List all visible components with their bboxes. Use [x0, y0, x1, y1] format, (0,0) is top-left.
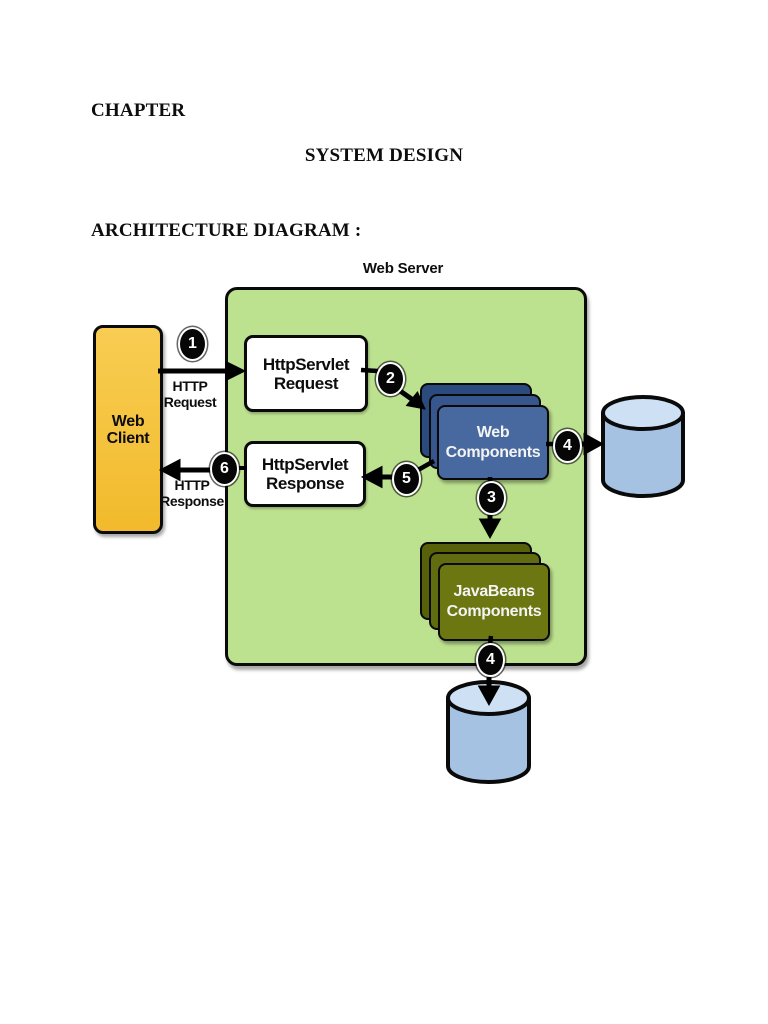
httpservlet-response-box: HttpServlet Response	[244, 441, 366, 507]
response-box-line1: HttpServlet	[261, 455, 349, 474]
step-4-database-badge: 4	[553, 429, 582, 463]
web-components-box: Web Components	[437, 405, 549, 480]
web-client-label-line2: Client	[106, 429, 150, 447]
step-4-javabeans-badge: 4	[476, 643, 505, 677]
http-response-label-line1: HTTP	[174, 477, 210, 493]
step-2-badge: 2	[376, 362, 405, 396]
web-client-box: Web Client	[93, 325, 163, 534]
step-6-badge: 6	[210, 452, 239, 486]
section-heading: ARCHITECTURE DIAGRAM :	[91, 220, 362, 241]
javabeans-line1: JavaBeans	[453, 583, 535, 600]
request-box-line1: HttpServlet	[262, 354, 350, 374]
database-cylinder-bottom	[446, 680, 531, 784]
http-request-label-line2: Request	[163, 393, 217, 410]
chapter-heading: CHAPTER	[91, 100, 186, 121]
http-request-label-line1: HTTP	[172, 378, 208, 394]
http-response-label: HTTP Response	[155, 477, 229, 509]
page-title: SYSTEM DESIGN	[304, 145, 464, 166]
request-box-line2: Request	[273, 373, 339, 393]
http-response-label-line2: Response	[160, 492, 224, 509]
web-server-label: Web Server	[362, 260, 444, 277]
javabeans-line2: Components	[446, 603, 542, 620]
step-3-badge: 3	[477, 481, 506, 515]
response-box-line2: Response	[265, 474, 345, 493]
http-request-label: HTTP Request	[158, 378, 222, 410]
step-5-badge: 5	[392, 462, 421, 496]
httpservlet-request-box: HttpServlet Request	[244, 335, 368, 412]
web-client-label-line1: Web	[111, 412, 145, 430]
javabeans-components-box: JavaBeans Components	[438, 563, 550, 641]
web-components-line2: Components	[445, 443, 541, 461]
step-1-badge: 1	[178, 327, 207, 361]
web-components-line1: Web	[476, 423, 510, 441]
database-cylinder-right	[601, 395, 685, 498]
